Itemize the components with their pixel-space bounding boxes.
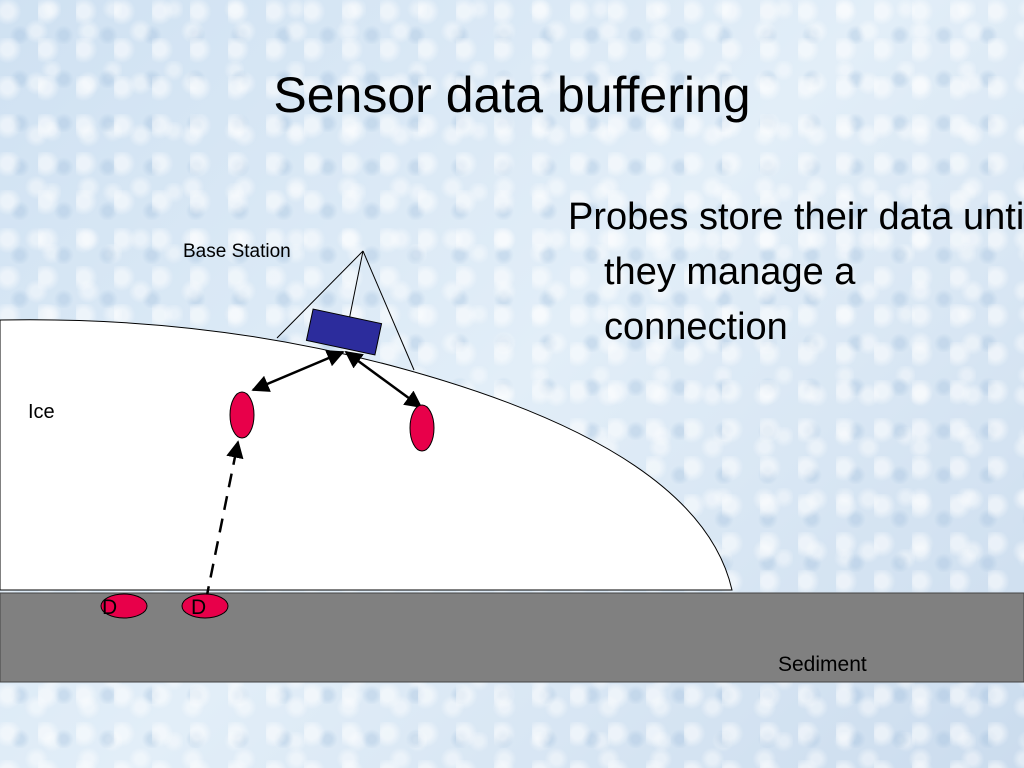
probe-in-ice-left [229, 391, 255, 439]
slide-body-text: Probes store their data until they manag… [568, 196, 1024, 348]
label-buried-probe-1: D [102, 596, 117, 619]
probe-buried-right [181, 593, 229, 619]
label-buried-probe-2: D [191, 596, 206, 619]
label-ice: Ice [28, 401, 55, 423]
sediment-layer [0, 592, 1024, 683]
label-sediment: Sediment [778, 653, 867, 676]
link-probe-right-to-base [344, 350, 423, 409]
dashed-link-buried-to-probe [204, 440, 244, 601]
ice-mass [0, 319, 733, 591]
label-base-station: Base Station [183, 241, 291, 262]
base-station-box [305, 308, 383, 356]
probe-buried-left [100, 593, 148, 619]
probe-in-ice-right [409, 404, 435, 452]
slide-title: Sensor data buffering [273, 67, 751, 123]
link-probe-left-to-base [251, 350, 345, 392]
